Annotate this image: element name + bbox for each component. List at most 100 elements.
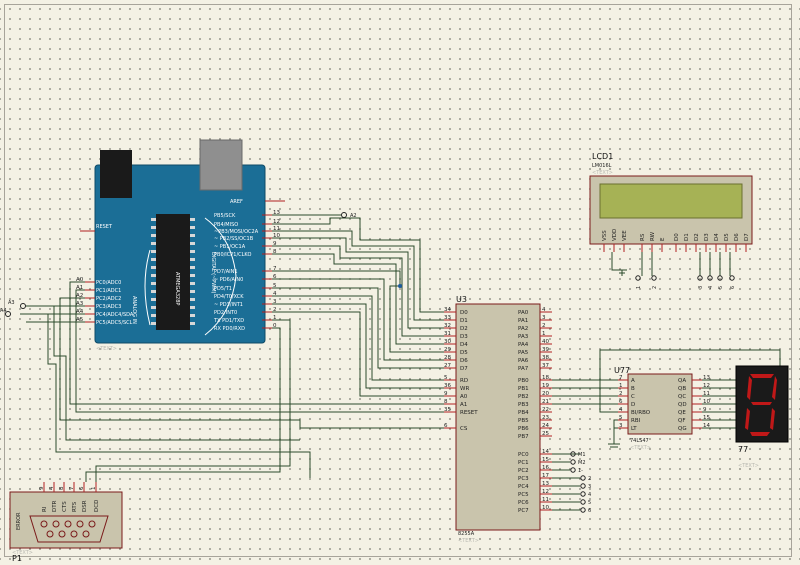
u3-right-pin-num: 22 xyxy=(542,407,549,413)
arduino-digital-pin-num: 2 xyxy=(273,307,277,313)
u3-right-pin-num: 4 xyxy=(542,307,546,313)
u77-right-pin-name: QC xyxy=(678,394,686,400)
u77-right-pin-num: 10 xyxy=(703,399,710,405)
u77-right-pin-num: 14 xyxy=(703,423,710,429)
chip-leg xyxy=(151,234,156,237)
u77-left-pin-name: RBI xyxy=(631,418,641,424)
seven-segment-display[interactable]: 77 <TEXT> xyxy=(735,365,789,469)
u3-left-pin-num: 9 xyxy=(444,391,448,397)
u3-right-pin-num: 10 xyxy=(542,505,549,511)
net-label-a3[interactable]: A3 xyxy=(8,300,26,309)
u77-right-pin-num: 9 xyxy=(703,407,707,413)
u3-right-pin-name: PA3 xyxy=(518,334,529,340)
u3-left-pin-num: 36 xyxy=(444,383,451,389)
arduino-digital-pin-name: PB4/MISO xyxy=(214,222,238,228)
u3-text-tag: <TEXT> xyxy=(458,538,479,544)
chip-leg xyxy=(190,314,195,317)
mcu-chip xyxy=(156,214,190,330)
lcd-pin-label: D7 xyxy=(744,233,750,241)
chip-leg xyxy=(190,274,195,277)
p1-text-tag: <TEXT> xyxy=(12,550,33,556)
net-label-a4[interactable]: A4 xyxy=(0,308,11,317)
arduino-digital-pin-num: 8 xyxy=(273,249,277,255)
u3-right-pin-name: PA4 xyxy=(518,342,529,348)
u77-left-pin-name: C xyxy=(631,394,635,400)
u3-right-pin-num: 25 xyxy=(542,431,549,437)
u3-left-pin-num: 34 xyxy=(444,307,451,313)
arduino-digital-pin-num: 6 xyxy=(273,274,277,280)
u3-right-pin-name: PC6 xyxy=(518,500,529,506)
p1-hole xyxy=(64,520,72,528)
chip-leg xyxy=(190,266,195,269)
u3-right-pin-num: 15 xyxy=(542,457,549,463)
arduino-digital-pin-num: 1 xyxy=(273,315,277,321)
p1-pin-num: 1 xyxy=(91,487,97,491)
arduino-analog-pin-num: A0 xyxy=(76,277,84,283)
p1-hole xyxy=(40,520,48,528)
u3-pc-net-label: M2 xyxy=(578,460,586,466)
arduino-digital-pin-name: PB5/SCK xyxy=(214,213,236,219)
u3-pc-terminal xyxy=(570,451,576,457)
lcd-pin-label: VEE xyxy=(622,230,628,241)
u3-left-pin-name: D2 xyxy=(460,326,468,332)
arduino-digital-pin-name: ~ PB1/OC1A xyxy=(214,244,246,250)
chip-leg xyxy=(190,322,195,325)
u3-left-pin-name: D0 xyxy=(460,310,468,316)
arduino-analog-pin-name: PC4/ADC4/SDA xyxy=(96,312,134,318)
u77-left-pin-name: D xyxy=(631,402,635,408)
lcd-net-label: 4 xyxy=(708,286,714,289)
lcd-net-label: 1 xyxy=(636,286,642,289)
chip-leg xyxy=(151,298,156,301)
arduino-digital-pin-name: RX PD0/RXD xyxy=(214,326,245,332)
arduino-analog-pin-name: PC3/ADC3 xyxy=(96,304,121,310)
p1-holes xyxy=(40,520,96,538)
u3-right-pin-name: PA1 xyxy=(518,318,528,324)
u3-right-pin-name: PB6 xyxy=(518,426,529,432)
u3-right-pin-num: 38 xyxy=(542,355,549,361)
u3-right-pin-name: PA7 xyxy=(518,366,529,372)
u77-left-pin-num: 4 xyxy=(619,407,623,413)
u3-pc-net-label: 3 xyxy=(588,484,591,490)
p1-pin-num: 9 xyxy=(39,486,45,490)
digital-section-title: DIGITAL (~PWM) xyxy=(210,252,216,294)
p1-pin-label: CTS xyxy=(62,501,68,512)
arduino-digital-pin-name: PD7/AIN1 xyxy=(214,269,238,275)
u3-right-pin-name: PA5 xyxy=(518,350,529,356)
u3-right-pin-num: 11 xyxy=(542,497,549,503)
u3-pc-terminal xyxy=(580,483,586,489)
u77-left-pin-name: BI/RBO xyxy=(631,410,651,416)
u77-left-pin-num: 3 xyxy=(619,423,623,429)
u3-left-pin-num: 30 xyxy=(444,339,451,345)
arduino-analog-pin-num: A1 xyxy=(76,285,83,291)
u3-right-pin-num: 37 xyxy=(542,363,549,369)
u77-left-pin-num: 5 xyxy=(619,415,623,421)
u3-right-pin-name: PB1 xyxy=(518,386,529,392)
arduino-digital-pin-name: ~ PD3/INT1 xyxy=(214,302,243,308)
reset-label: RESET xyxy=(96,224,113,230)
chip-leg xyxy=(151,322,156,325)
arduino-uno-board[interactable]: ATMEGA328P ANALOG IN DIGITAL (~PWM) AREF… xyxy=(76,139,285,352)
lcd-pin-label: D4 xyxy=(714,233,720,241)
chip-leg xyxy=(151,250,156,253)
u3-right-pin-name: PA2 xyxy=(518,326,528,332)
chip-leg xyxy=(190,250,195,253)
lcd-pin-label: RW xyxy=(650,231,656,241)
u77-left-pin-num: 1 xyxy=(619,383,623,389)
u3-pc-terminal xyxy=(570,459,576,465)
lcd-net-terminal xyxy=(717,275,723,281)
net-label-a2[interactable]: A2 xyxy=(341,212,357,220)
u3-model: 8255A xyxy=(458,531,475,537)
u77-left-pin-name: A xyxy=(631,378,635,384)
u3-pc-terminal xyxy=(580,507,586,513)
p1-hole xyxy=(76,520,84,528)
p1-hole xyxy=(88,520,96,528)
arduino-digital-pin-num: 9 xyxy=(273,241,277,247)
u3-right-pin-name: PB2 xyxy=(518,394,529,400)
